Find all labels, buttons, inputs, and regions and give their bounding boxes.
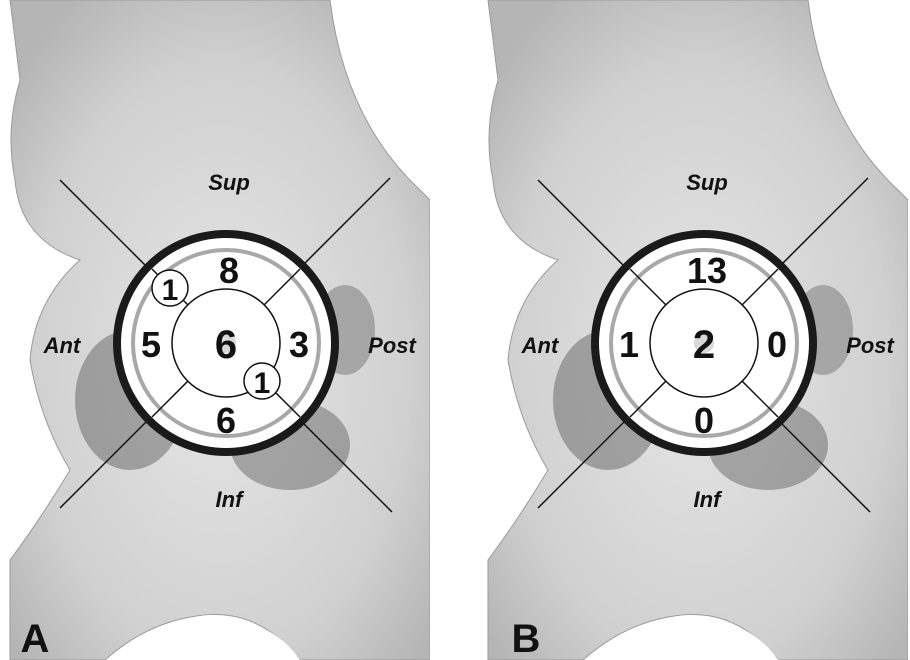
label-inf: Inf	[216, 487, 246, 512]
zone-superior-count: 13	[687, 250, 727, 291]
acetabulum-diagram-b: 13 1 0 0 2 Sup Inf Ant Post B	[478, 0, 908, 660]
zone-center-count: 2	[693, 323, 715, 367]
zone-posterior-count: 3	[289, 324, 309, 365]
label-sup: Sup	[208, 170, 250, 195]
panel-letter-a: A	[21, 617, 50, 660]
label-post: Post	[368, 333, 417, 358]
boundary-antero-superior-count: 1	[162, 274, 179, 307]
label-ant: Ant	[521, 333, 560, 358]
label-post: Post	[846, 333, 895, 358]
zone-inferior-count: 6	[216, 400, 236, 441]
zone-inferior-count: 0	[694, 400, 714, 441]
zone-anterior-count: 1	[619, 324, 639, 365]
label-sup: Sup	[686, 170, 728, 195]
boundary-postero-inferior-count: 1	[254, 367, 271, 400]
panel-letter-b: B	[512, 617, 541, 660]
label-ant: Ant	[43, 333, 82, 358]
zone-superior-count: 8	[219, 250, 239, 291]
panel-b: 13 1 0 0 2 Sup Inf Ant Post B	[478, 0, 908, 660]
label-inf: Inf	[694, 487, 724, 512]
zone-posterior-count: 0	[767, 324, 787, 365]
zone-anterior-count: 5	[141, 324, 161, 365]
panel-a: 8 5 3 6 6 1 1 Sup Inf Ant Post A	[0, 0, 430, 660]
zone-center-count: 6	[215, 323, 237, 367]
acetabulum-diagram-a: 8 5 3 6 6 1 1 Sup Inf Ant Post A	[0, 0, 430, 660]
